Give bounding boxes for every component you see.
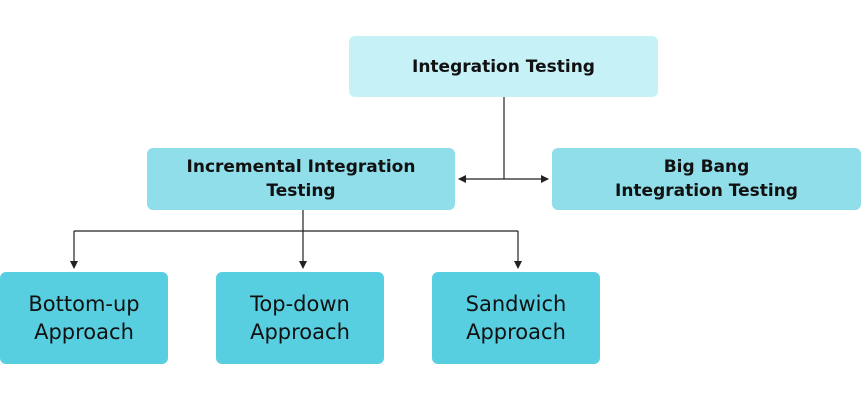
big-bang-integration-testing-label: Big Bang Integration Testing <box>615 157 798 201</box>
incremental-integration-testing-node: Incremental Integration Testing <box>147 148 455 210</box>
top-down-approach-node: Top-down Approach <box>216 272 384 364</box>
big-bang-integration-testing-node: Big Bang Integration Testing <box>552 148 861 210</box>
top-down-approach-label: Top-down Approach <box>250 292 350 344</box>
bottom-up-approach-label: Bottom-up Approach <box>28 292 140 344</box>
integration-testing-label: Integration Testing <box>412 56 595 77</box>
sandwich-approach-node: Sandwich Approach <box>432 272 600 364</box>
bottom-up-approach-node: Bottom-up Approach <box>0 272 168 364</box>
sandwich-approach-label: Sandwich Approach <box>465 292 567 344</box>
integration-testing-node: Integration Testing <box>349 36 658 97</box>
incremental-integration-testing-label: Incremental Integration Testing <box>186 157 416 201</box>
